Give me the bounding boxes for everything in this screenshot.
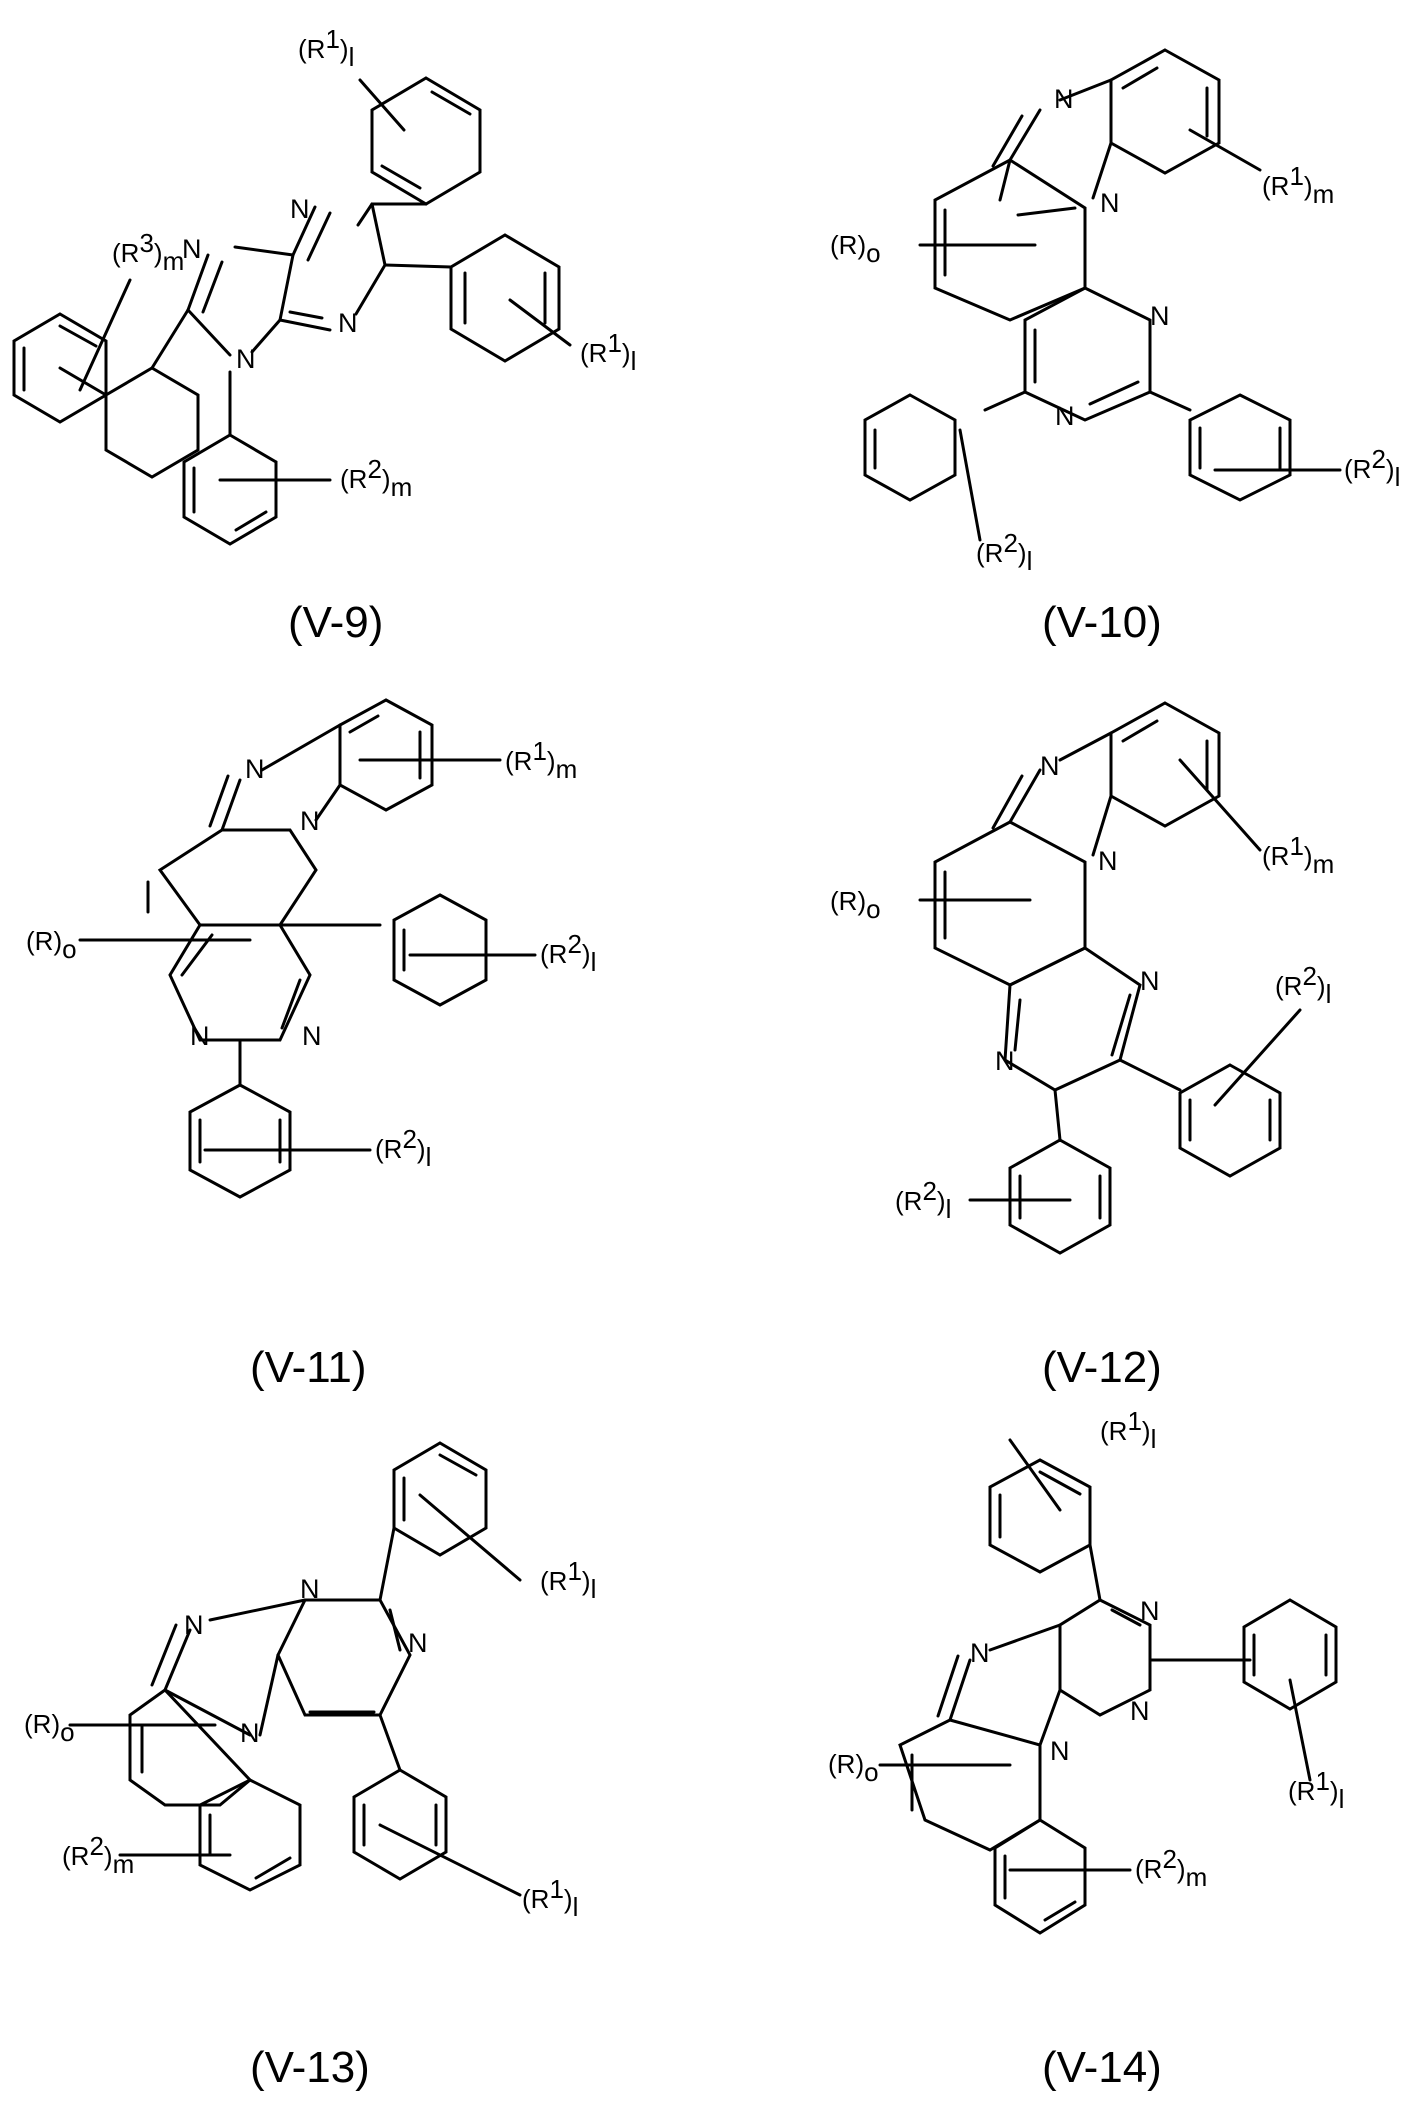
v12-substituent-r1: (R1)m	[1262, 831, 1334, 879]
v9-caption: (V-9)	[288, 598, 383, 647]
v11-atom-n2: N	[300, 806, 320, 836]
v9-atom-n4: N	[236, 344, 256, 374]
v11-substituent-r1: (R1)m	[505, 736, 577, 784]
v13-substituent-r2: (R2)m	[62, 1831, 134, 1879]
v14-atom-n2: N	[1130, 1696, 1150, 1726]
v11-substituent-r: (R)o	[26, 926, 77, 964]
v14-substituent-r: (R)o	[828, 1749, 879, 1787]
v13-atom-n2: N	[408, 1628, 428, 1658]
v10-atom-n3: N	[1150, 301, 1170, 331]
v10-substituent-r2-bottom: (R2)l	[976, 528, 1032, 576]
v10-atom-n4: N	[1055, 401, 1075, 431]
v13-labels: N N N N (R1)l (R)o (R1)l (R2)m (V-13)	[24, 1556, 596, 2092]
v12-atom-n1: N	[1040, 751, 1060, 781]
v13-substituent-r: (R)o	[24, 1709, 75, 1747]
v14-atom-n1: N	[1140, 1596, 1160, 1626]
v12-substituent-r2-right: (R2)l	[1275, 961, 1331, 1009]
v11-labels: N N N N (R1)m (R)o (R2)l (R2)l (V-11)	[26, 736, 596, 1392]
v12-substituent-r2-left: (R2)l	[895, 1176, 951, 1224]
v14-atom-n3: N	[970, 1638, 990, 1668]
v10-atom-n1: N	[1054, 84, 1074, 114]
structure-v9	[14, 78, 570, 544]
v10-labels: N N N N (R1)m (R)o (R2)l (R2)l (V-10)	[830, 84, 1400, 647]
v10-substituent-r2-right: (R2)l	[1344, 444, 1400, 492]
v13-substituent-r1-top: (R1)l	[540, 1556, 596, 1604]
v9-substituent-r1-right: (R1)l	[580, 328, 636, 376]
v9-substituent-r3: (R3)m	[112, 228, 184, 276]
v9-substituent-r2: (R2)m	[340, 454, 412, 502]
v12-atom-n3: N	[1140, 966, 1160, 996]
v11-substituent-r2-bottom: (R2)l	[375, 1124, 431, 1172]
v9-atom-n1: N	[290, 194, 310, 224]
v14-labels: N N N N (R1)l (R1)l (R)o (R2)m (V-14)	[828, 1406, 1344, 2092]
v12-substituent-r: (R)o	[830, 886, 881, 924]
v10-substituent-r1: (R1)m	[1262, 161, 1334, 209]
v9-substituent-r1-top: (R1)l	[298, 24, 354, 72]
structure-v12	[920, 703, 1300, 1253]
v13-atom-n1: N	[300, 1574, 320, 1604]
structure-v14	[880, 1440, 1336, 1933]
v14-substituent-r1-right: (R1)l	[1288, 1766, 1344, 1814]
v10-caption: (V-10)	[1042, 598, 1162, 647]
v11-substituent-r2-right: (R2)l	[540, 929, 596, 977]
v13-caption: (V-13)	[250, 2043, 370, 2092]
v11-atom-n4: N	[190, 1021, 210, 1051]
v10-atom-n2: N	[1100, 188, 1120, 218]
v9-atom-n2: N	[182, 234, 202, 264]
v11-atom-n1: N	[245, 754, 265, 784]
structure-v13	[70, 1443, 520, 1895]
v12-atom-n2: N	[1098, 846, 1118, 876]
v13-substituent-r1-bottom: (R1)l	[522, 1874, 578, 1922]
v12-caption: (V-12)	[1042, 1343, 1162, 1392]
v11-atom-n3: N	[302, 1021, 322, 1051]
structure-v10	[865, 50, 1340, 540]
v10-substituent-r: (R)o	[830, 230, 881, 268]
v11-caption: (V-11)	[250, 1343, 367, 1392]
v14-substituent-r2: (R2)m	[1135, 1844, 1207, 1892]
v9-atom-n3: N	[338, 308, 358, 338]
v13-atom-n3: N	[184, 1610, 204, 1640]
v14-substituent-r1-top: (R1)l	[1100, 1406, 1156, 1454]
v14-caption: (V-14)	[1042, 2043, 1162, 2092]
v13-atom-n4: N	[240, 1718, 260, 1748]
v14-atom-n4: N	[1050, 1736, 1070, 1766]
structure-v11	[80, 700, 535, 1197]
v12-atom-n4: N	[995, 1046, 1015, 1076]
